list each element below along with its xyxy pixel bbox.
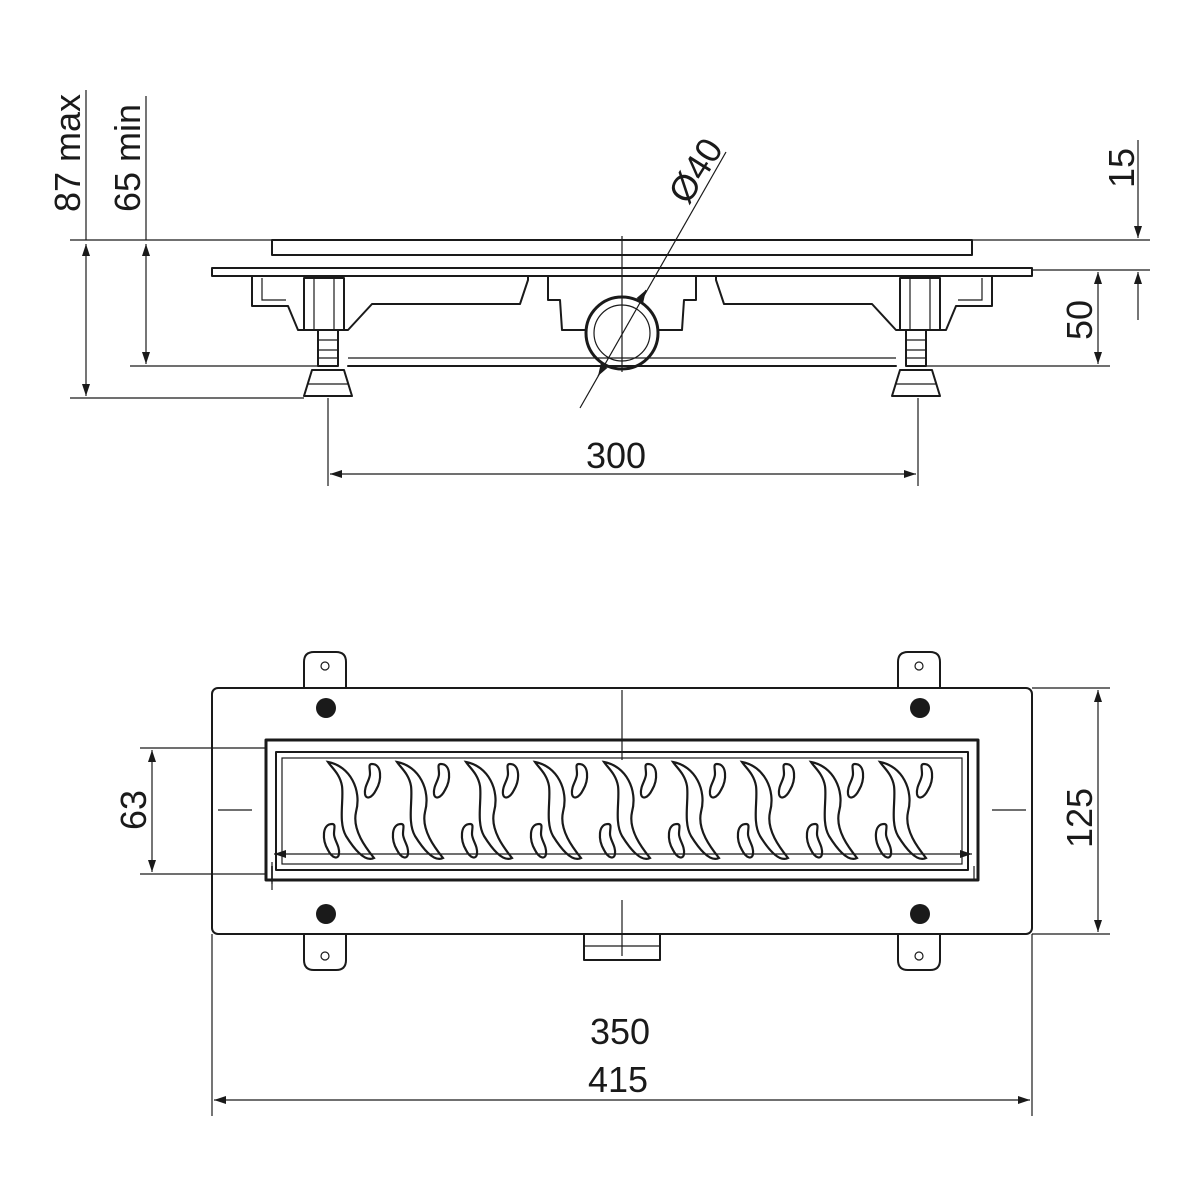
dim-grate-length: 350 [590,1011,650,1052]
grate-slot [322,822,341,859]
dim-min-height: 65 min [107,104,148,212]
screw-hole [316,904,336,924]
grate-slot [846,762,865,799]
grate-slot [432,762,451,799]
dim-outlet-diameter: Ø40 [660,131,731,210]
dim-feet-spacing: 300 [586,435,646,476]
grate-slot [529,822,548,859]
mounting-tab-bottom-left [303,933,347,971]
screw-hole [910,904,930,924]
dim-body-height: 50 [1059,300,1100,340]
grate-slots [322,760,934,860]
grate-slot [777,762,796,799]
grate-slot [874,822,893,859]
grate-slot [363,762,382,799]
grate-slot [460,822,479,859]
grate-slot [391,822,410,859]
dim-frame-length: 415 [588,1059,648,1100]
screw-hole [316,698,336,718]
grate-slot [639,762,658,799]
dim-frame-width: 125 [1059,788,1100,848]
grate-slot [708,762,727,799]
grate-slot [598,822,617,859]
dim-top-offset: 15 [1101,148,1142,188]
grate-slot [915,762,934,799]
side-channel-body [251,275,529,331]
top-view: 63 125 350 415 [113,651,1110,1116]
mounting-tab-top-right [897,651,941,689]
mounting-tab-top-left [303,651,347,689]
grate-slot [570,762,589,799]
side-left-foot [303,277,353,397]
grate-slot [736,822,755,859]
dim-total-height: 87 max [47,94,88,212]
grate-slot [805,822,824,859]
side-view: 87 max 65 min Ø40 15 50 300 [47,90,1150,486]
side-right-foot [891,277,941,397]
grate-slot [501,762,520,799]
side-outlet-housing [547,275,697,331]
screw-hole [910,698,930,718]
grate-slot [667,822,686,859]
dim-grate-width: 63 [113,790,154,830]
mounting-tab-bottom-right [897,933,941,971]
